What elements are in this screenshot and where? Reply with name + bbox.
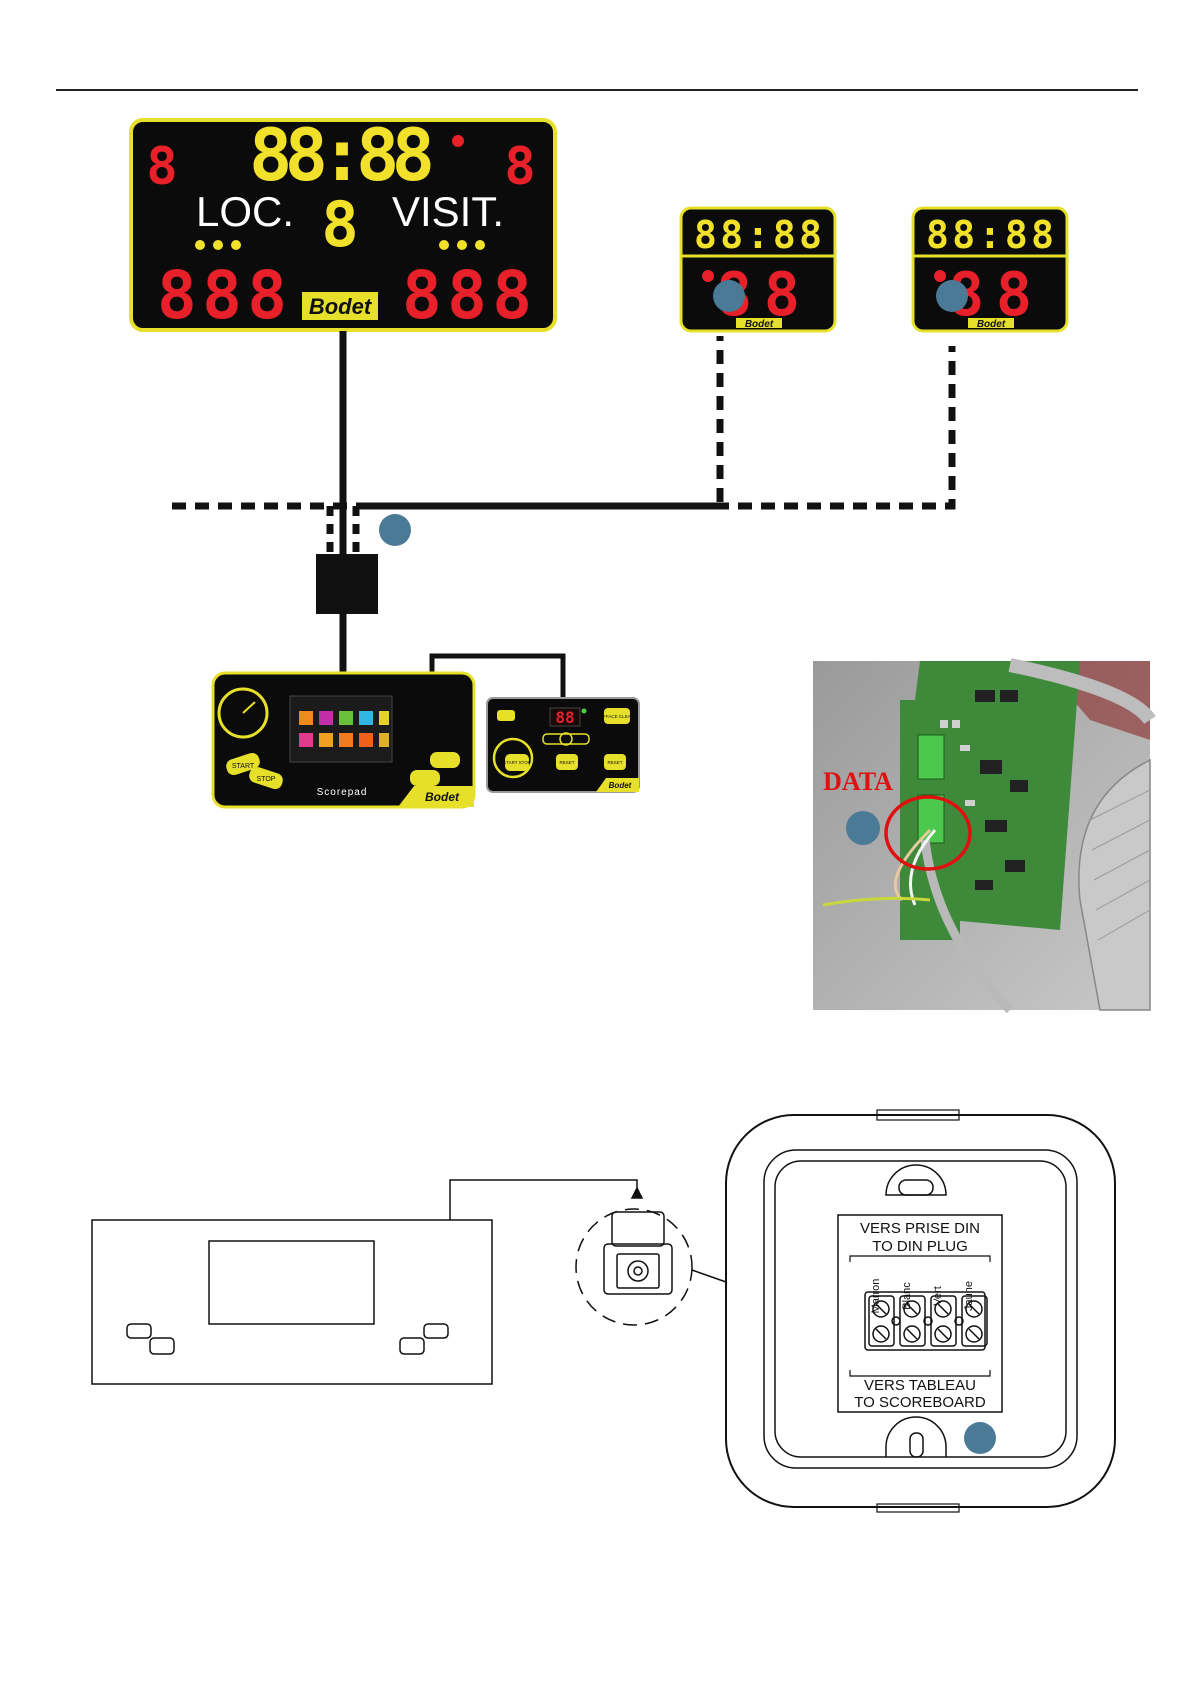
remote-menu-button[interactable] [497,710,515,721]
shot-clock-2: 88:88 88 Bodet [913,208,1067,331]
junction-bottom-line2: TO SCOREBOARD [854,1394,986,1411]
junction-adapter-box [316,554,378,614]
scoreboard-time: 88:88 [249,113,435,197]
remote-display: 88 [555,708,574,727]
circuit-board-photo: DATA [813,661,1150,1010]
main-scoreboard: 8 88:88 8 LOC. 8 VISIT. 888 Bodet 888 [131,113,555,334]
scorepad-stop-label: STOP [257,776,276,783]
scoreboard-away-label: VISIT. [392,188,504,235]
scoreboard-away-score: 888 [402,257,532,334]
shot-clock-1-brand: Bodet [745,319,774,330]
scoreboard-left-digit: 8 [146,137,177,197]
shot-clock-2-marker [936,280,968,312]
shot-clock-2-brand: Bodet [977,319,1006,330]
junction-top-line2: TO DIN PLUG [872,1238,968,1255]
scoreboard-right-digit: 8 [504,137,535,197]
junction-bottom-line1: VERS TABLEAU [864,1377,976,1394]
shot-clock-1-marker [713,280,745,312]
cabling [172,331,952,700]
din-junction-box: VERS PRISE DIN TO DIN PLUG Marron Blanc … [726,1110,1115,1512]
scorepad-start-label: START [232,763,255,770]
scorepad-back-button[interactable] [410,770,440,786]
remote-reset-label-2: RESET [607,760,622,765]
console-line-drawing [92,1180,637,1384]
photo-data-label: DATA [823,767,893,796]
junction-marker [964,1422,996,1454]
shot-clock-2-indicator [934,270,946,282]
scorepad-brand: Bodet [425,790,460,804]
shot-clock-1: 88:88 88 Bodet [681,208,835,331]
remote-reset-label-1: RESET [559,760,574,765]
scorepad-label: Scorepad [317,787,368,798]
junction-top-line1: VERS PRISE DIN [860,1220,980,1237]
scoreboard-period: 8 [321,188,358,261]
scoreboard-home-score: 888 [157,257,287,334]
away-foul-dots [439,240,485,250]
remote-control: 88 EFFACE CLEAR START STOP RESET RESET B… [487,698,639,792]
shot-clock-1-time: 88:88 [694,213,822,257]
home-foul-dots [195,240,241,250]
din-plug-callout [576,1188,726,1325]
scorepad-console: START STOP Scorepad Bodet [213,673,474,807]
scoreboard-home-label: LOC. [196,188,294,235]
bus-marker [379,514,411,546]
shot-clock-1-indicator [702,270,714,282]
scoreboard-brand: Bodet [309,294,373,319]
scorepad-screen [290,696,392,762]
scorepad-forward-button[interactable] [430,752,460,768]
scoreboard-indicator-dot [452,135,464,147]
photo-marker [846,811,880,845]
remote-start-stop-label: START STOP [503,760,531,765]
shot-clock-2-time: 88:88 [926,213,1054,257]
remote-clear-label: EFFACE CLEAR [600,714,635,719]
remote-brand: Bodet [609,781,632,790]
